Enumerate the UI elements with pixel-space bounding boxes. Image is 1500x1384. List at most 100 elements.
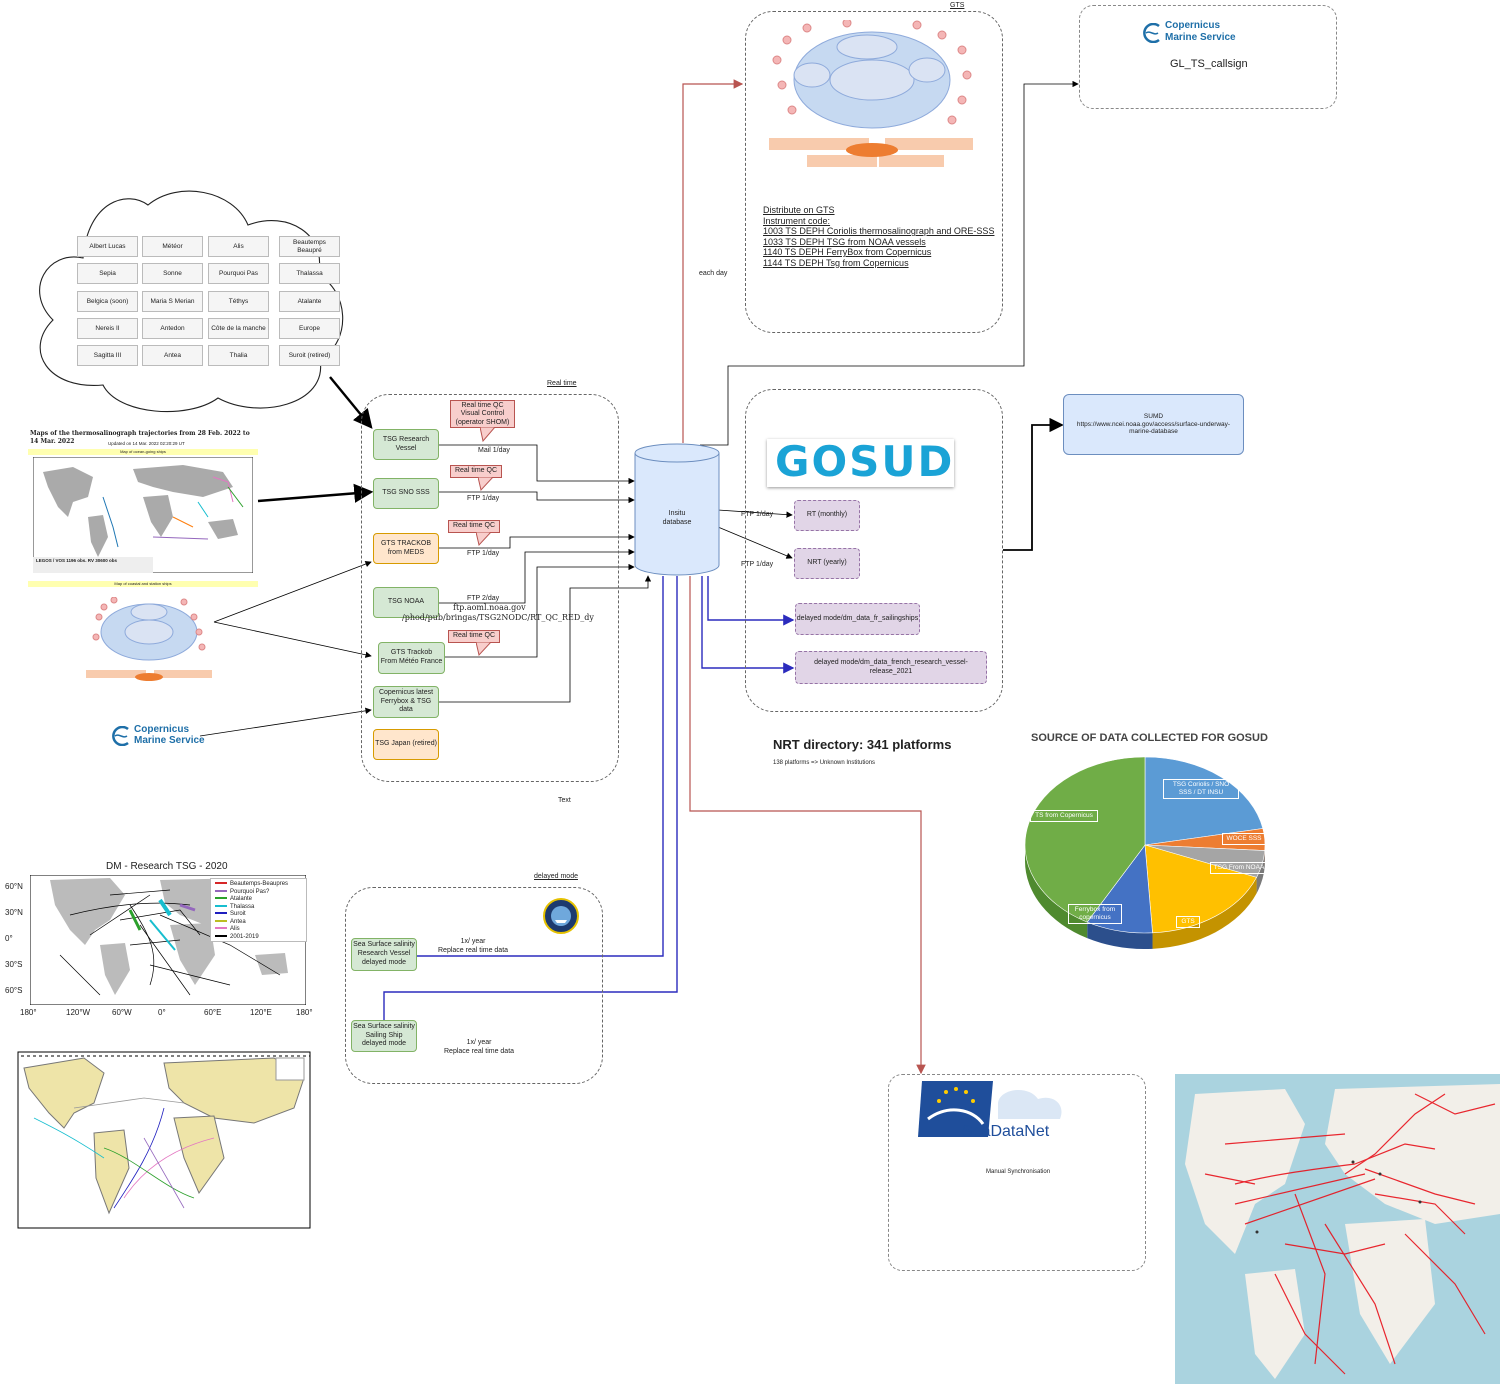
dm-research-tsg-map: DM - Research TSG - 2020 Beautemps-Beaup… [0,858,320,1023]
ship-name-box: Europe [279,318,340,339]
pie-slice-label: TS from Copernicus [1030,810,1098,822]
source-dm-sailing-ship: Sea Surface salinity Sailing Ship delaye… [351,1020,417,1052]
ship-name-box: Atalante [279,291,340,312]
edge-label-dm-ss: 1x/ year Replace real time data [444,1039,515,1055]
dm-ytick: 60°S [5,986,23,995]
output-dm-sailingships: delayed mode/dm_data_fr_sailingships [795,603,920,635]
dm-legend-label: Suroit [230,911,246,917]
dm-legend-item: 2001-2019 [215,934,259,941]
ship-name-box: Nereis II [77,318,138,339]
pie-slice-label: GTS [1176,916,1200,928]
gts-code-1140: 1140 TS DEPH FerryBox from Copernicus [763,247,932,257]
dm-ytick: 0° [5,934,13,943]
dm-legend-label: Beautemps-Beaupres [230,881,289,887]
dm-xtick: 120°W [66,1008,91,1017]
dm-legend-swatch [215,889,227,892]
trajectory-map: Maps of the thermosalinograph trajectori… [28,430,258,590]
ship-name-box: Suroit (retired) [279,345,340,366]
ship-name-box: Belgica (soon) [77,291,138,312]
callout-rtqc-meteofrance: Real time QC [448,630,500,643]
copernicus-wave-icon [112,726,129,746]
ship-name-box: Antea [142,345,203,366]
dm-legend-label: Thalassa [230,903,255,910]
dm-legend-label: Atalante [230,896,253,902]
dm-ytick: 60°N [5,882,23,891]
dm-legend-item: Atalante [215,896,252,903]
dm-legend-label: Antea [230,918,246,925]
ship-name-box: Sonne [142,263,203,284]
gts-distribution-text: Distribute on GTS Instrument code: 1003 … [763,205,994,268]
callout-rtqc-meds: Real time QC [448,520,500,533]
dm-xtick: 0° [158,1008,166,1017]
ship-name-box: Antedon [142,318,203,339]
dm-legend-item: Suroit [215,911,246,918]
trajectory-map-legend: LEGOS / VOS 1196 obs. RV 30600 obs [36,558,117,563]
seadatanet-note: Manual Synchronisation [986,1169,1051,1175]
edge-label-ftp-noaa: FTP 2/day [467,595,500,602]
pie-slice [1024,756,1146,923]
dm-legend-swatch [215,919,227,922]
dm-xtick: 60°E [204,1008,222,1017]
pie-slice-side [1152,877,1257,949]
seadatanet-logo-text: SeaDataNet [962,1123,1050,1140]
text-label: Text [558,797,571,804]
gts-distribute-line: Distribute on GTS [763,205,835,215]
dm-xtick: 60°W [112,1008,132,1017]
gosud-logo: GOSUD [767,437,955,487]
dm-legend-label: Pourquoi Pas? [230,888,270,895]
gts-container [745,11,1003,333]
pie-chart-title: SOURCE OF DATA COLLECTED FOR GOSUD [1031,732,1268,744]
edge-label-ftp-host: ftp.aoml.noaa.gov [453,603,526,612]
copernicus-wave-icon [1143,23,1160,43]
seadatanet-logo-graphic [918,1081,1062,1137]
gts-network-image-small [86,597,212,681]
pie-slice-side [1256,850,1265,894]
output-nrt-yearly: NRT (yearly) [794,548,860,579]
ship-name-box: Sagitta III [77,345,138,366]
ship-name-box: Côte de la manche [208,318,269,339]
insitu-database-label: Insitu database [662,510,692,526]
source-copernicus-ferrybox: Copernicus latest Ferrybox & TSG data [373,686,439,718]
trajectory-map-bottom-band: Map of coastal and station ships [28,581,258,587]
callout-rtqc-sno: Real time QC [450,465,502,478]
output-rt-monthly: RT (monthly) [794,500,860,531]
sailing-ship-tracks-map [17,1051,311,1229]
copernicus-left-line1: Copernicus [134,724,190,735]
copernicus-right-line1: Copernicus [1165,20,1221,31]
sumd-box: SUMD https://www.ncei.noaa.gov/access/su… [1063,394,1244,455]
pie-slice-label: TSG From NOAA [1210,862,1268,874]
source-gts-trackob-meteofrance: GTS Trackob From Météo France [378,642,445,674]
dm-legend-item: Pourquoi Pas? [215,889,269,896]
trajectory-map-title: Maps of the thermosalinograph trajectori… [30,430,250,445]
edge-label-mail: Mail 1/day [478,447,510,454]
ship-name-box: Sepia [77,263,138,284]
dm-legend-item: Thalassa [215,904,254,911]
edge-label-ftp-rt: FTP 1/day [741,511,774,518]
ship-name-box: Thalia [208,345,269,366]
copernicus-right-line2: Marine Service [1165,32,1236,43]
ship-name-box: Météor [142,236,203,257]
gts-code-1003: 1003 TS DEPH Coriolis thermosalinograph … [763,226,995,236]
copernicus-logo-right: Copernicus Marine Service [1141,20,1271,46]
dm-xtick: 180° [20,1008,37,1017]
edge-label-ftp-sno: FTP 1/day [467,495,500,502]
trajectory-map-subtitle: Updated on 14 Mar. 2022 02:20:29 UT [108,441,185,446]
edge-label-each-day: each day [699,270,728,277]
ship-name-box: Albert Lucas [77,236,138,257]
cmems-callsign: GL_TS_callsign [1170,58,1248,70]
insitu-database-cylinder [634,443,720,576]
source-dm-research-vessel: Sea Surface salinity Research Vessel del… [351,938,417,971]
dm-legend-label: Alis [230,926,240,932]
source-tsg-sno-sss: TSG SNO SSS [373,478,439,509]
output-dm-research-vessel: delayed mode/dm_data_french_research_ves… [795,651,987,684]
pie-slice-label: TSG Coriolis / SNO SSS / DT INSU [1163,779,1239,799]
seadatanet-container [888,1074,1146,1271]
callout-pointer [476,642,492,657]
edge-label-ftp-nrt: FTP 1/day [741,561,774,568]
world-tracks-map [1175,1074,1500,1384]
dm-legend-swatch [215,934,227,937]
nrt-directory-subtitle: 138 platforms => Unknown Institutions [773,760,876,766]
source-gts-trackob-meds: GTS TRACKOB from MEDS [373,533,439,564]
gosud-logo-text: GOSUD [775,437,955,486]
